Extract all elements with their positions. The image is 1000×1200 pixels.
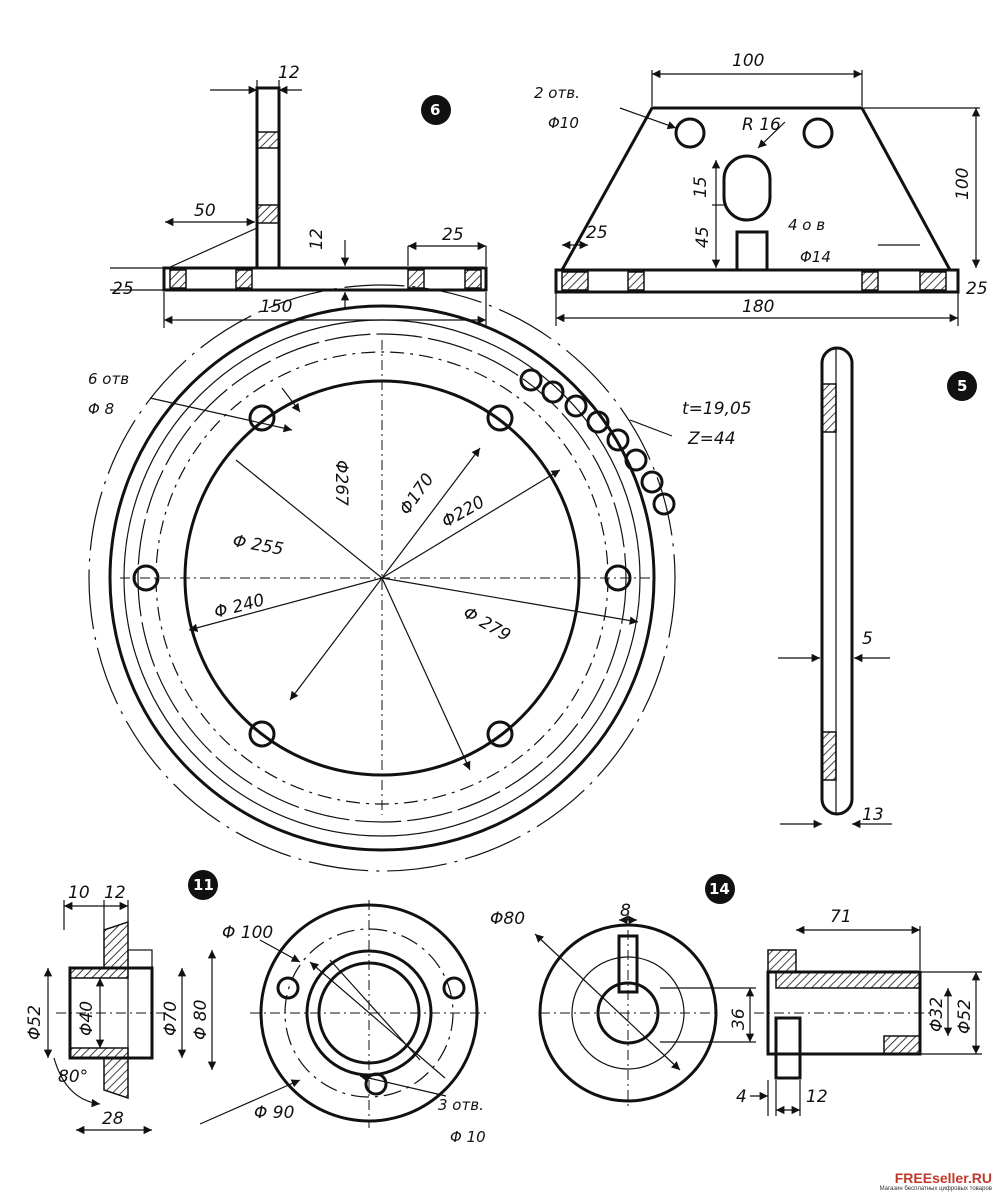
dim-hub-40: Φ40 bbox=[77, 1001, 97, 1036]
dim-edge-25: 25 bbox=[966, 279, 988, 299]
figure-badge-5: 5 bbox=[947, 371, 977, 401]
dim-width-12: 12 bbox=[278, 63, 300, 83]
dim-disc-36: 36 bbox=[729, 1008, 749, 1030]
dim-bushing-4: 4 bbox=[736, 1087, 747, 1107]
holes-count-label: 2 отв. bbox=[534, 84, 580, 102]
dim-thickness-12: 12 bbox=[307, 228, 327, 250]
watermark-brand: FREEseller.RU bbox=[894, 1170, 992, 1186]
dim-hub-angle: 80° bbox=[58, 1067, 88, 1087]
dim-length-180: 180 bbox=[742, 297, 774, 317]
dim-slot-15: 15 bbox=[691, 176, 711, 198]
dim-thickness-5: 5 bbox=[862, 629, 873, 649]
dim-diameter-240: Φ 240 bbox=[212, 590, 267, 623]
flange-front-view bbox=[199, 900, 490, 1128]
dim-diameter-279: Φ 279 bbox=[460, 603, 514, 646]
dim-hub-12: 12 bbox=[104, 883, 126, 903]
chain-pitch-label: t=19,05 bbox=[682, 399, 752, 419]
svg-text:14: 14 bbox=[709, 880, 730, 898]
dim-hub-10: 10 bbox=[68, 883, 90, 903]
dim-bushing-71: 71 bbox=[830, 907, 852, 927]
dim-hub-28: 28 bbox=[102, 1109, 124, 1129]
dim-disc-80: Φ80 bbox=[490, 909, 525, 929]
hub-section-view bbox=[43, 900, 217, 1135]
watermark-tagline: Магазин бесплатных цифровых товаров bbox=[879, 1186, 992, 1192]
dim-width-13: 13 bbox=[862, 805, 884, 825]
ring-holes-diameter: Φ 8 bbox=[88, 400, 114, 418]
slot-count-label: 4 о в bbox=[788, 216, 825, 234]
dim-bushing-32: Φ32 bbox=[927, 997, 947, 1032]
dim-flange-100: Φ 100 bbox=[222, 923, 273, 943]
svg-text:6: 6 bbox=[430, 101, 440, 119]
dim-diameter-220: Φ220 bbox=[439, 492, 489, 532]
watermark: FREEseller.RU Магазин бесплатных цифровы… bbox=[880, 1170, 992, 1192]
bushing-section-view bbox=[750, 925, 982, 1116]
sprocket-ring-view bbox=[88, 284, 676, 872]
figure-badge-14: 14 bbox=[705, 874, 735, 904]
figure-badge-11: 11 bbox=[188, 870, 218, 900]
dim-bushing-12: 12 bbox=[806, 1087, 828, 1107]
dim-height-45: 45 bbox=[693, 226, 713, 248]
slot-diameter-label: Φ14 bbox=[800, 248, 831, 266]
dim-hub-80: Φ 80 bbox=[191, 1000, 211, 1040]
dim-key-8: 8 bbox=[620, 901, 631, 921]
dim-hub-52: Φ52 bbox=[25, 1005, 45, 1040]
dim-bushing-52: Φ52 bbox=[955, 999, 975, 1034]
ring-side-profile bbox=[778, 346, 892, 829]
holes-diameter-label: Φ10 bbox=[548, 114, 579, 132]
trapezoid-plate-view bbox=[554, 69, 981, 326]
dim-diameter-267: Φ267 bbox=[331, 460, 351, 506]
svg-text:11: 11 bbox=[193, 876, 214, 894]
keyed-disc-view bbox=[534, 910, 756, 1110]
dim-foot-25: 25 bbox=[586, 223, 608, 243]
dim-slot-25: 25 bbox=[442, 225, 464, 245]
dim-top-100: 100 bbox=[732, 51, 764, 71]
figure-badge-6: 6 bbox=[421, 95, 451, 125]
dim-flange-90: Φ 90 bbox=[254, 1103, 294, 1123]
dim-hub-70: Φ70 bbox=[161, 1001, 181, 1036]
flange-holes-count: 3 отв. bbox=[438, 1096, 484, 1114]
dim-radius-16: R 16 bbox=[742, 115, 781, 135]
dim-diameter-255: Φ 255 bbox=[231, 531, 285, 560]
dim-height-100: 100 bbox=[953, 168, 973, 200]
dim-web-50: 50 bbox=[194, 201, 216, 221]
svg-text:5: 5 bbox=[957, 377, 967, 395]
flange-holes-diameter: Φ 10 bbox=[450, 1128, 486, 1146]
dim-base-25: 25 bbox=[112, 279, 134, 299]
ring-holes-count: 6 отв bbox=[88, 370, 129, 388]
teeth-count-label: Z=44 bbox=[687, 429, 736, 449]
